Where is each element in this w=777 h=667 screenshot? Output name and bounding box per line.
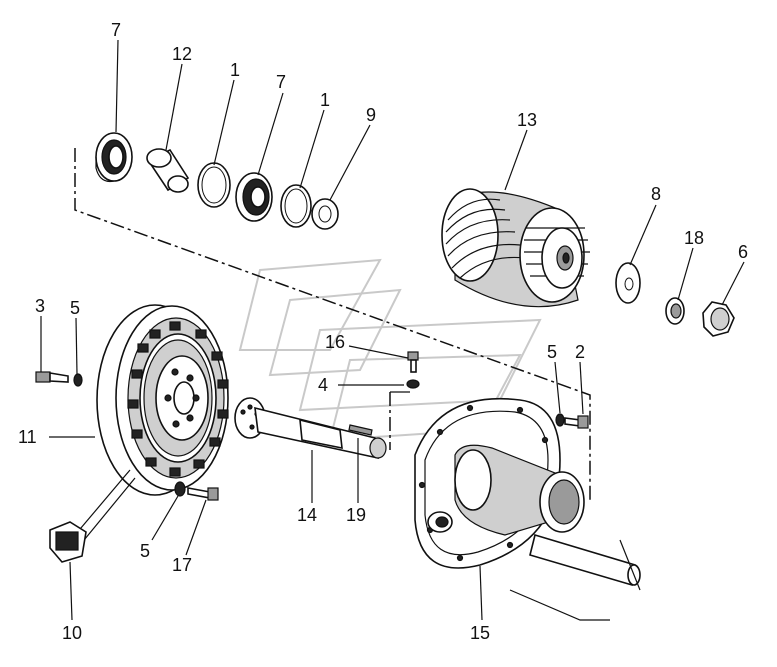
part-5-washer-right — [555, 413, 565, 427]
callout-7: 7 — [276, 72, 286, 92]
callout-1: 1 — [320, 90, 330, 110]
part-6-nut — [702, 301, 735, 337]
callout-17: 17 — [172, 555, 192, 575]
part-7-bearing-left — [95, 132, 133, 183]
part-19-key — [348, 424, 373, 436]
part-18-lock-washer — [665, 297, 685, 325]
callout-16: 16 — [325, 332, 345, 352]
leader-lines — [40, 39, 745, 621]
callout-10: 10 — [62, 623, 82, 643]
callout-4: 4 — [318, 375, 328, 395]
callout-7: 7 — [111, 20, 121, 40]
callout-8: 8 — [651, 184, 661, 204]
callout-labels: 7 12 1 7 1 9 13 8 18 6 3 5 16 4 5 2 11 1… — [18, 20, 748, 643]
part-1-circlip-b — [280, 184, 312, 228]
part-15-housing — [414, 397, 585, 569]
part-9-washer — [311, 198, 339, 230]
drive-shaft-bar — [509, 533, 641, 621]
part-3-bolt — [35, 371, 69, 383]
callout-3: 3 — [35, 296, 45, 316]
assembly-center-lines — [74, 148, 591, 500]
callout-14: 14 — [297, 505, 317, 525]
part-8-washer — [615, 262, 641, 304]
callout-19: 19 — [346, 505, 366, 525]
callout-5: 5 — [547, 342, 557, 362]
part-17-bolt — [187, 487, 219, 501]
part-12-sleeve — [146, 148, 190, 193]
callout-2: 2 — [575, 342, 585, 362]
callout-5: 5 — [140, 541, 150, 561]
part-5-washer-left — [73, 373, 83, 387]
callout-5: 5 — [70, 298, 80, 318]
callout-13: 13 — [517, 110, 537, 130]
part-2-bolt — [564, 415, 589, 429]
callout-18: 18 — [684, 228, 704, 248]
part-7-bearing-right — [235, 172, 273, 222]
callout-6: 6 — [738, 242, 748, 262]
part-10-sensor — [49, 469, 136, 563]
part-16-screw — [407, 351, 419, 373]
part-4-washer — [406, 379, 420, 389]
callout-1: 1 — [230, 60, 240, 80]
part-13-pulley — [441, 188, 590, 308]
callout-12: 12 — [172, 44, 192, 64]
part-5-washer-bottom — [174, 481, 186, 497]
callout-11: 11 — [18, 427, 37, 447]
part-1-circlip-a — [197, 162, 231, 208]
part-14-shaft — [234, 397, 387, 460]
callout-9: 9 — [366, 105, 376, 125]
part-11-rotor-hub — [96, 304, 229, 496]
callout-15: 15 — [470, 623, 490, 643]
